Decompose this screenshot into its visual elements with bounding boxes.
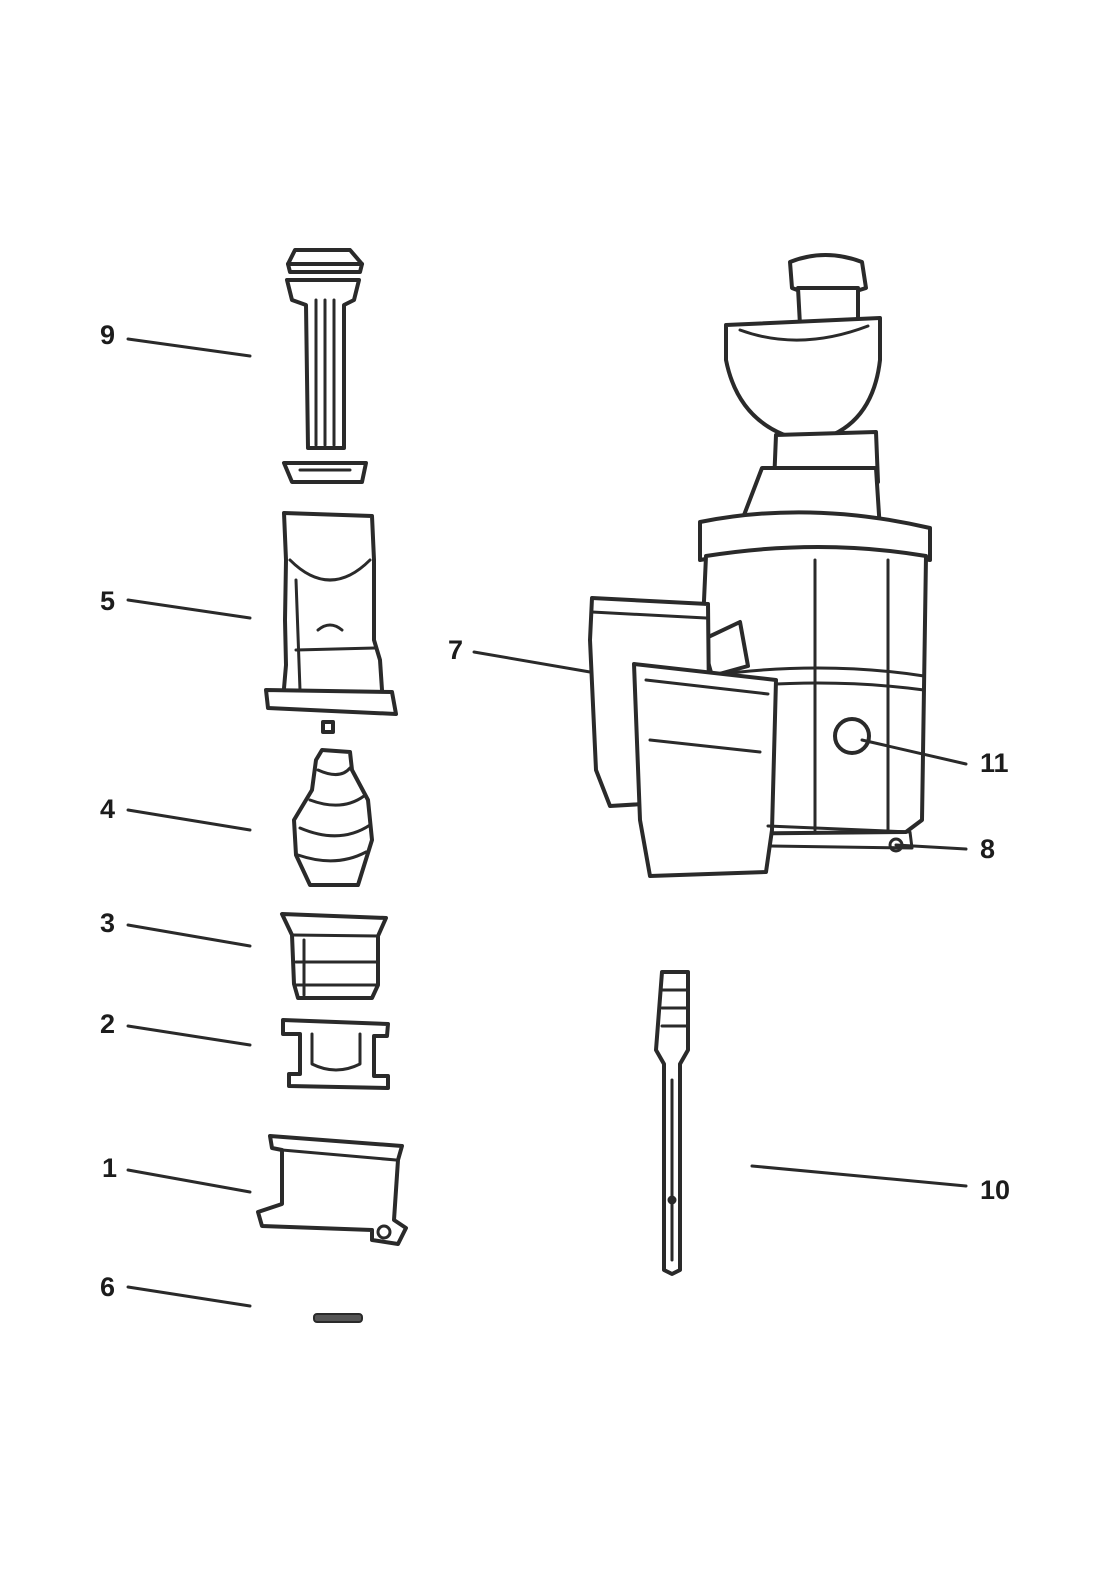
leader-5 — [128, 600, 250, 618]
assembled-juicer — [590, 255, 930, 876]
part-5-chamber — [266, 513, 396, 732]
label-1: 1 — [102, 1153, 117, 1183]
label-10: 10 — [980, 1175, 1010, 1205]
label-8: 8 — [980, 834, 995, 864]
leader-4 — [128, 810, 250, 830]
label-2: 2 — [100, 1009, 115, 1039]
label-5: 5 — [100, 586, 115, 616]
label-3: 3 — [100, 908, 115, 938]
part-9-pusher — [284, 250, 366, 482]
part-1-bowl — [258, 1136, 406, 1244]
leader-10 — [752, 1166, 966, 1186]
label-6: 6 — [100, 1272, 115, 1302]
label-9: 9 — [100, 320, 115, 350]
label-4: 4 — [100, 794, 115, 824]
part-4-auger — [294, 750, 372, 885]
part-6-seal — [314, 1314, 362, 1322]
part-2-brush-holder — [283, 1020, 388, 1088]
leader-6 — [128, 1287, 250, 1306]
label-11: 11 — [980, 748, 1009, 778]
label-7: 7 — [448, 635, 463, 665]
leader-1 — [128, 1170, 250, 1192]
part-10-cleaning-brush — [656, 972, 688, 1274]
leader-2 — [128, 1026, 250, 1045]
leader-3 — [128, 925, 250, 946]
leader-7 — [474, 652, 590, 672]
leader-9 — [128, 339, 250, 356]
part-3-strainer — [282, 914, 386, 998]
